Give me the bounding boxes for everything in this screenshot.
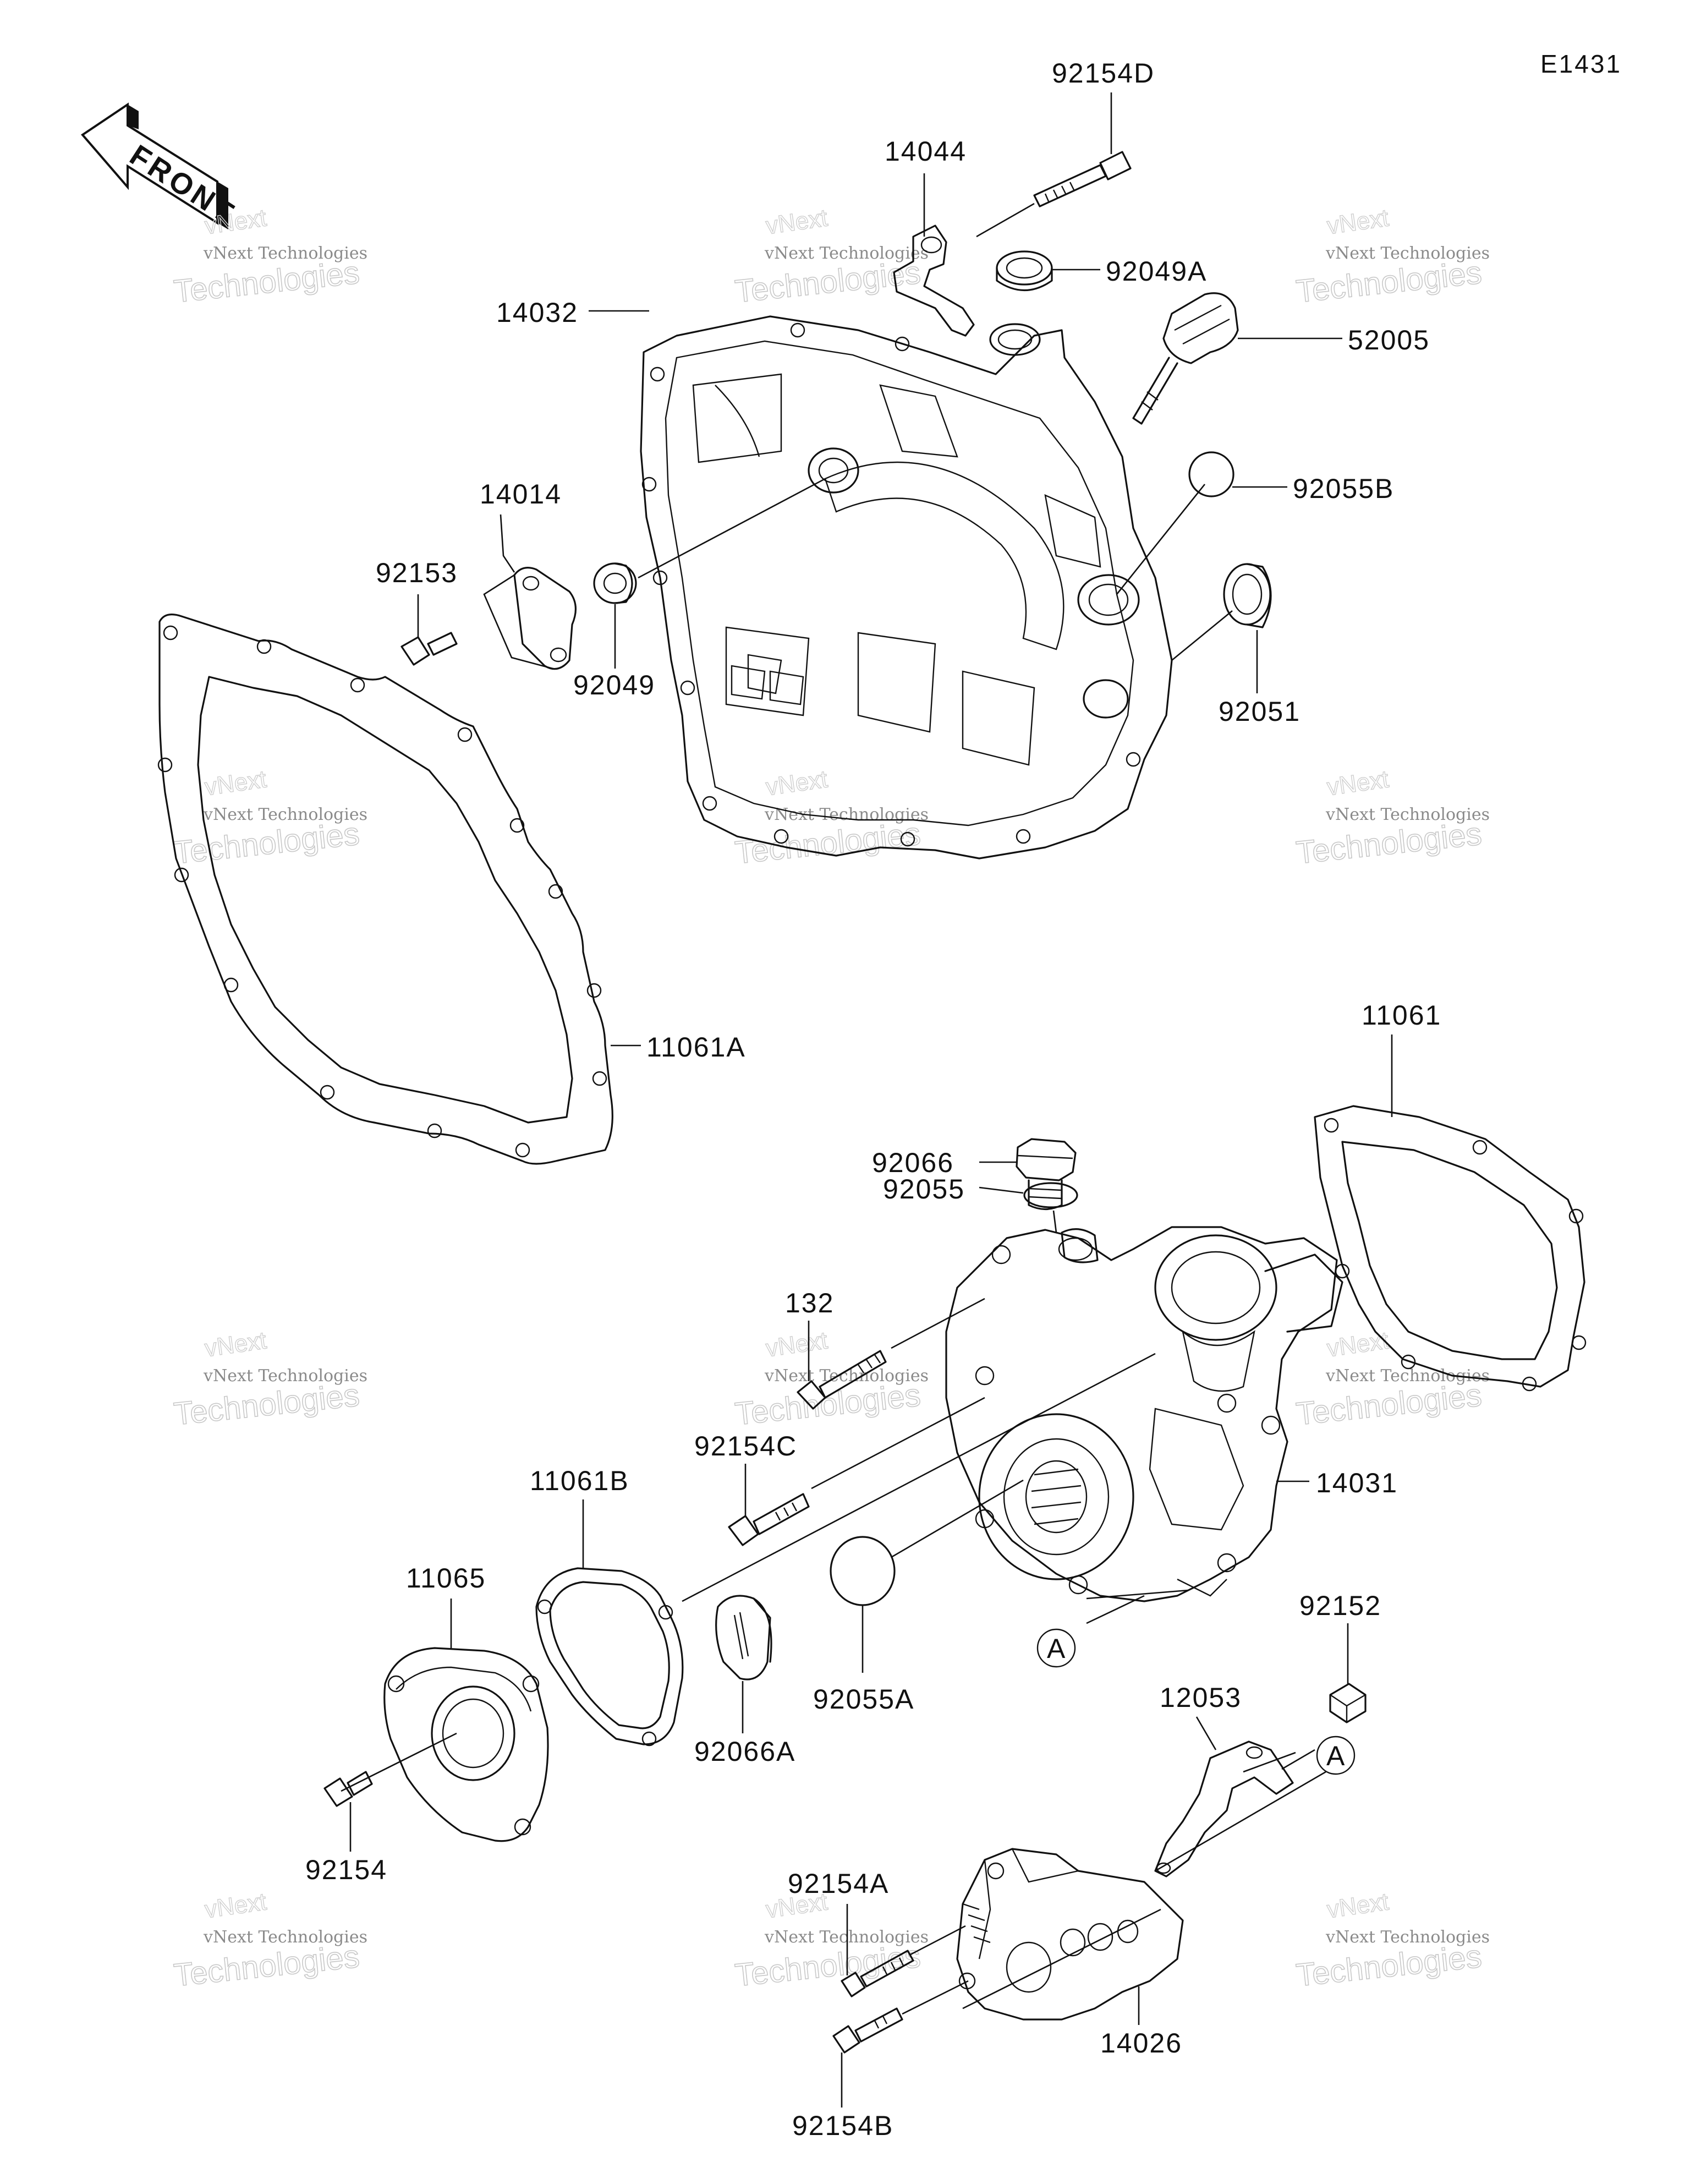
- label-14026[interactable]: 14026: [1100, 2028, 1182, 2059]
- o-ring-92055B[interactable]: [1188, 451, 1234, 497]
- label-132[interactable]: 132: [785, 1288, 834, 1318]
- guard-14026[interactable]: [956, 1848, 1184, 2021]
- gasket-11061[interactable]: [1314, 1105, 1587, 1392]
- svg-text:vNext: vNext: [203, 765, 268, 801]
- label-11061[interactable]: 11061: [1362, 1000, 1441, 1031]
- label-92154C[interactable]: 92154C: [694, 1431, 797, 1462]
- label-92049[interactable]: 92049: [573, 670, 655, 700]
- label-92153[interactable]: 92153: [376, 557, 458, 588]
- svg-text:vNext Technologies: vNext Technologies: [764, 805, 929, 824]
- bolt-92153[interactable]: [400, 632, 458, 666]
- bolt-92154B[interactable]: [832, 2007, 903, 2054]
- plug-cap-92066A[interactable]: [715, 1595, 772, 1681]
- svg-text:vNext: vNext: [1325, 204, 1390, 239]
- part-labels: 92154D 14044 92049A 14032 52005 92055B 1…: [305, 58, 1441, 2141]
- label-11061B[interactable]: 11061B: [530, 1465, 629, 1496]
- svg-text:vNext Technologies: vNext Technologies: [203, 244, 367, 263]
- label-92066[interactable]: 92066: [872, 1147, 954, 1178]
- svg-text:vNext Technologies: vNext Technologies: [764, 1928, 929, 1947]
- label-92154[interactable]: 92154: [305, 1854, 387, 1885]
- label-11065[interactable]: 11065: [406, 1563, 486, 1594]
- oil-seal-92049[interactable]: [593, 562, 637, 604]
- label-11061A[interactable]: 11061A: [646, 1032, 746, 1063]
- svg-text:vNext: vNext: [764, 765, 829, 801]
- o-ring-92055[interactable]: [1023, 1182, 1078, 1208]
- callout-A-2: A: [1316, 1736, 1356, 1775]
- svg-text:vNext Technologies: vNext Technologies: [203, 1928, 367, 1947]
- svg-text:vNext: vNext: [764, 1327, 829, 1362]
- svg-text:vNext Technologies: vNext Technologies: [764, 1366, 929, 1386]
- svg-text:vNext: vNext: [1325, 1888, 1390, 1923]
- label-14031[interactable]: 14031: [1316, 1468, 1398, 1498]
- label-92055A[interactable]: 92055A: [813, 1684, 914, 1715]
- bolt-92154C[interactable]: [728, 1493, 810, 1546]
- bolt-132[interactable]: [797, 1350, 887, 1410]
- svg-text:A: A: [1326, 1740, 1346, 1771]
- label-92055B[interactable]: 92055B: [1293, 473, 1394, 504]
- label-92049A[interactable]: 92049A: [1106, 256, 1207, 287]
- watermarks: vNext vNext Technologies Technologies vN…: [172, 204, 1490, 1994]
- label-92055[interactable]: 92055: [883, 1174, 965, 1205]
- svg-text:vNext: vNext: [764, 204, 829, 239]
- svg-text:vNext: vNext: [203, 1888, 268, 1923]
- label-92154A[interactable]: 92154A: [788, 1868, 889, 1899]
- clutch-cover-14031[interactable]: [945, 1226, 1343, 1602]
- svg-text:vNext Technologies: vNext Technologies: [1325, 805, 1490, 824]
- bolt-92154[interactable]: [323, 1771, 373, 1807]
- label-92051[interactable]: 92051: [1219, 696, 1301, 727]
- crankcase-cover-14032[interactable]: [640, 315, 1173, 860]
- svg-text:vNext: vNext: [1325, 765, 1390, 801]
- leader-lines: [341, 92, 1393, 2108]
- svg-text:vNext Technologies: vNext Technologies: [1325, 1928, 1490, 1947]
- collar-92152[interactable]: [1329, 1683, 1367, 1723]
- svg-text:vNext Technologies: vNext Technologies: [203, 805, 367, 824]
- label-14032[interactable]: 14032: [496, 297, 578, 328]
- label-92152[interactable]: 92152: [1299, 1590, 1381, 1621]
- label-92066A[interactable]: 92066A: [694, 1736, 795, 1767]
- gasket-11061A[interactable]: [157, 614, 613, 1165]
- svg-text:vNext: vNext: [1325, 1327, 1390, 1362]
- plate-14014[interactable]: [513, 567, 577, 670]
- label-52005[interactable]: 52005: [1348, 325, 1430, 355]
- label-14014[interactable]: 14014: [480, 479, 562, 510]
- label-92154B[interactable]: 92154B: [792, 2110, 893, 2141]
- label-14044[interactable]: 14044: [885, 136, 967, 167]
- label-92154D[interactable]: 92154D: [1052, 58, 1155, 89]
- oil-seal-92049A[interactable]: [996, 250, 1053, 291]
- svg-text:vNext: vNext: [203, 1327, 268, 1362]
- bracket-14044[interactable]: [893, 225, 975, 337]
- o-ring-92055A[interactable]: [830, 1536, 896, 1606]
- bolt-92154A[interactable]: [841, 1950, 914, 1997]
- diagram-code: E1431: [1540, 50, 1622, 78]
- svg-text:vNext Technologies: vNext Technologies: [764, 244, 929, 263]
- bolt-92154D[interactable]: [1033, 151, 1132, 207]
- svg-text:A: A: [1047, 1633, 1066, 1664]
- svg-text:vNext Technologies: vNext Technologies: [203, 1366, 367, 1386]
- svg-text:vNext Technologies: vNext Technologies: [1325, 244, 1490, 263]
- label-12053[interactable]: 12053: [1160, 1682, 1242, 1713]
- callout-A-1: A: [1036, 1628, 1076, 1668]
- oil-filler-cap-52005[interactable]: [1132, 292, 1239, 425]
- guide-12053[interactable]: [1154, 1740, 1294, 1878]
- drain-plug-92066[interactable]: [1016, 1138, 1077, 1211]
- oil-seal-92051[interactable]: [1223, 563, 1272, 628]
- gasket-11061B[interactable]: [535, 1567, 684, 1747]
- cover-11065[interactable]: [383, 1647, 549, 1842]
